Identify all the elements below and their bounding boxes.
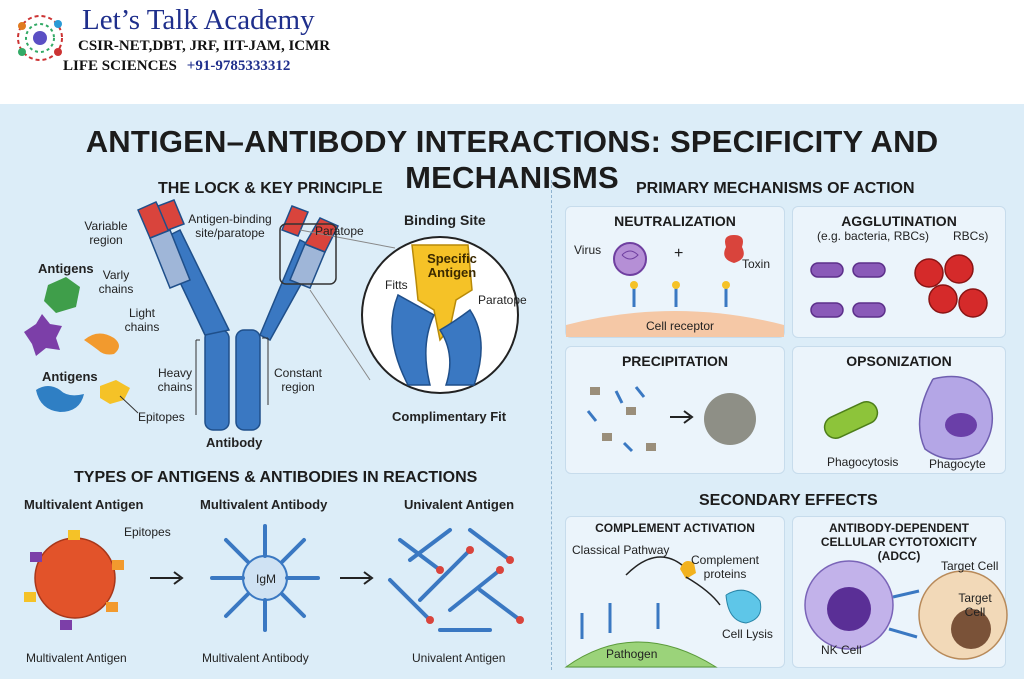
multivalent-antigen-title: Multivalent Antigen <box>24 497 144 512</box>
antigen-blue <box>36 386 84 412</box>
label-paratope: Paratope <box>315 224 364 238</box>
precipitation-title: PRECIPITATION <box>621 353 729 369</box>
complement-panel: COMPLEMENT ACTIVATION Classical Pathway … <box>564 516 785 668</box>
label-antigens-bottom: Antigens <box>42 369 98 384</box>
academy-logo <box>17 15 63 61</box>
label-complimentary-fit: Complimentary Fit <box>392 409 507 424</box>
adcc-panel: ANTIBODY-DEPENDENT CELLULAR CYTOTOXICITY… <box>792 516 1008 668</box>
caption-multivalent-antigen: Multivalent Antigen <box>26 651 127 665</box>
academy-name: Let’s Talk Academy <box>82 4 315 36</box>
label-epitopes: Epitopes <box>138 410 185 424</box>
label-classical-pathway: Classical Pathway <box>572 543 670 557</box>
label-nk-cell: NK Cell <box>821 643 862 657</box>
label-complement-proteins: Complement proteins <box>690 553 760 581</box>
agglutination-title: AGGLUTINATION <box>841 213 957 229</box>
infographic-title: ANTIGEN–ANTIBODY INTERACTIONS: SPECIFICI… <box>85 124 939 195</box>
label-phagocyte: Phagocyte <box>929 457 986 471</box>
label-variable-region: Variable region <box>84 219 128 247</box>
label-virus: Virus <box>574 243 602 257</box>
caption-univalent-antigen: Univalent Antigen <box>412 651 506 665</box>
neutralization-panel: NEUTRALIZATION Virus + Toxin Cell recept… <box>565 206 785 338</box>
antigen-orange <box>84 333 119 355</box>
label-plus: + <box>674 245 684 262</box>
label-pathogen: Pathogen <box>606 647 658 661</box>
academy-phone: +91-9785333312 <box>186 58 291 74</box>
label-rbcs: RBCs) <box>953 229 989 243</box>
opsonization-panel: OPSONIZATION Phagocytosis Phagocyte <box>792 346 1006 474</box>
types-heading: TYPES OF ANTIGENS & ANTIBODIES IN REACTI… <box>74 469 478 486</box>
section-divider <box>551 180 553 670</box>
agglutination-sub: (e.g. bacteria, RBCs) <box>817 229 930 243</box>
academy-contact: LIFE SCIENCES +91-9785333312 <box>63 58 290 75</box>
label-antigens-top: Antigens <box>38 261 94 276</box>
agglutination-panel: AGGLUTINATION (e.g. bacteria, RBCs) RBCs… <box>792 206 1006 338</box>
precipitation-illustration <box>586 386 756 453</box>
multivalent-antigen-sphere <box>34 537 116 619</box>
complement-title: COMPLEMENT ACTIVATION <box>595 521 755 535</box>
mechanisms-heading: PRIMARY MECHANISMS OF ACTION <box>636 180 915 197</box>
label-cell-lysis: Cell Lysis <box>722 627 773 641</box>
agglutination-illustration <box>810 254 988 318</box>
antigen-purple <box>24 314 62 356</box>
label-types-epitopes: Epitopes <box>124 525 171 539</box>
neutralization-title: NEUTRALIZATION <box>614 213 736 229</box>
caption-multivalent-antibody: Multivalent Antibody <box>202 651 309 665</box>
opsonization-title: OPSONIZATION <box>846 353 952 369</box>
lock-key-illustration <box>24 199 519 431</box>
adcc-title: ANTIBODY-DEPENDENT CELLULAR CYTOTOXICITY… <box>820 521 978 563</box>
antigen-green <box>44 277 80 313</box>
academy-subject: LIFE SCIENCES <box>63 58 177 74</box>
label-specific-antigen: Specific Antigen <box>427 251 477 280</box>
antibody-y <box>137 199 340 431</box>
opsonization-illustration <box>823 375 994 460</box>
multivalent-antibody-title: Multivalent Antibody <box>200 497 328 512</box>
neutralization-illustration <box>566 235 784 337</box>
label-constant-region: Constant region <box>273 366 323 394</box>
complement-illustration <box>564 556 762 668</box>
label-toxin: Toxin <box>742 257 771 271</box>
antigen-yellow <box>100 380 130 404</box>
univalent-antigen-title: Univalent Antigen <box>404 497 515 512</box>
secondary-heading: SECONDARY EFFECTS <box>699 492 878 509</box>
label-phagocytosis: Phagocytosis <box>827 455 899 469</box>
label-antigen-binding-site: Antigen-binding site/paratope <box>188 212 272 240</box>
header-banner: Let’s Talk Academy CSIR-NET,DBT, JRF, II… <box>0 0 1024 104</box>
label-target-cell: Target Cell <box>958 591 992 619</box>
label-fitts: Fitts <box>385 278 408 292</box>
types-illustration <box>24 524 524 632</box>
label-cell-receptor: Cell receptor <box>646 319 715 333</box>
label-light-chains: Light chains <box>124 306 160 334</box>
label-target-cell-top: Target Cell <box>941 559 999 573</box>
label-igm: IgM <box>256 572 277 586</box>
precipitation-panel: PRECIPITATION <box>565 346 785 474</box>
label-varly-chains: Varly chains <box>98 268 134 296</box>
label-binding-site: Binding Site <box>404 212 486 228</box>
label-paratope-zoom: Paratope <box>478 293 527 307</box>
label-antibody: Antibody <box>206 435 263 450</box>
lock-key-heading: THE LOCK & KEY PRINCIPLE <box>158 180 383 197</box>
adcc-illustration <box>804 560 1008 660</box>
label-heavy-chains: Heavy chains <box>157 366 193 394</box>
academy-exams: CSIR-NET,DBT, JRF, IIT-JAM, ICMR <box>78 38 331 54</box>
